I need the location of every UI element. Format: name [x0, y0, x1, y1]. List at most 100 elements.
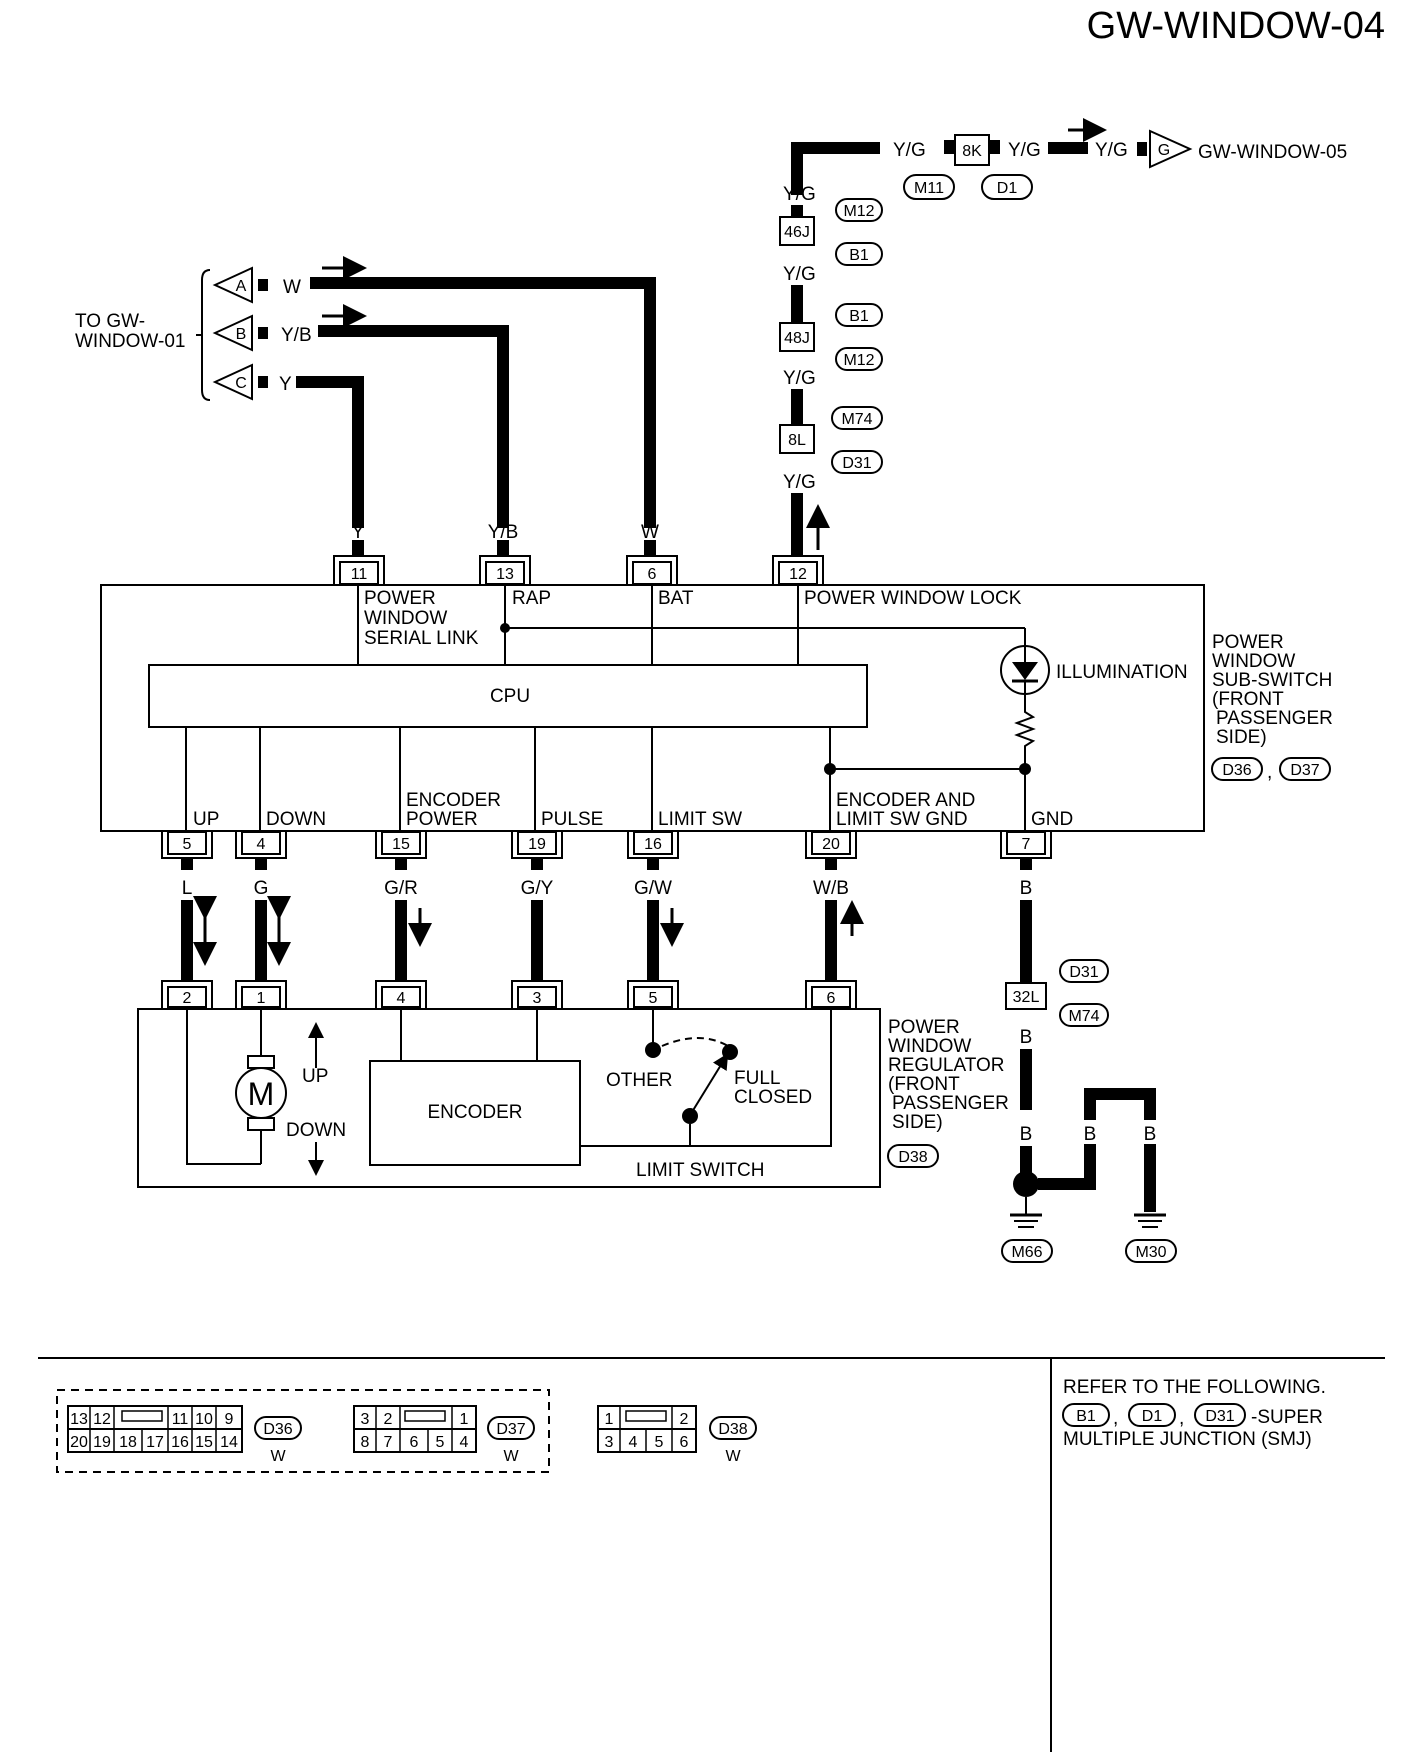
- svg-text:Y/G: Y/G: [783, 472, 816, 493]
- svg-text:11: 11: [172, 1411, 189, 1428]
- reg-pin-5: 5: [649, 990, 658, 1007]
- svg-text:13: 13: [70, 1411, 88, 1428]
- ground-icon: [1010, 1213, 1042, 1228]
- resistor-icon: [1014, 706, 1036, 768]
- svg-text:UP: UP: [302, 1066, 328, 1087]
- svg-text:W: W: [725, 1448, 741, 1465]
- ground-m66: M66: [1011, 1244, 1042, 1261]
- ground-circuit: 32L D31 M74 B B B B M66 M30: [1001, 959, 1177, 1263]
- svg-text:7: 7: [384, 1434, 393, 1451]
- yg-chain: Y/G 8K Y/G Y/G G GW-WINDOW-05 M11 D1 Y/G…: [779, 118, 1347, 556]
- svg-text:M12: M12: [843, 203, 874, 220]
- svg-text:M12: M12: [843, 352, 874, 369]
- svg-text:Y: Y: [352, 522, 365, 543]
- illumination-label: ILLUMINATION: [1056, 662, 1188, 683]
- svg-text:B: B: [1020, 1124, 1033, 1145]
- svg-text:M: M: [248, 1076, 275, 1112]
- svg-text:B: B: [1144, 1124, 1157, 1145]
- svg-text:W: W: [641, 522, 659, 543]
- svg-text:2: 2: [384, 1411, 393, 1428]
- svg-text:WINDOW: WINDOW: [888, 1036, 971, 1057]
- junction-8k: 8K: [962, 143, 982, 160]
- conn-d38: D38: [898, 1149, 927, 1166]
- power-window-regulator: 2 1 4 3 5 6 M UP DOWN: [137, 980, 881, 1188]
- svg-text:Y/G: Y/G: [783, 264, 816, 285]
- svg-text:POWER: POWER: [888, 1017, 960, 1038]
- illumination-led-icon: [1000, 645, 1050, 695]
- svg-text:B: B: [236, 326, 247, 343]
- svg-text:SIDE): SIDE): [1216, 727, 1267, 748]
- conn-d37: D37: [1290, 762, 1319, 779]
- svg-text:9: 9: [225, 1411, 234, 1428]
- svg-text:(FRONT: (FRONT: [1212, 689, 1284, 710]
- reg-pin-6: 6: [827, 990, 836, 1007]
- svg-text:12: 12: [93, 1411, 111, 1428]
- svg-text:B: B: [1020, 1027, 1033, 1048]
- svg-text:G: G: [1158, 142, 1170, 159]
- svg-text:RAP: RAP: [512, 588, 551, 609]
- svg-text:5: 5: [655, 1434, 664, 1451]
- svg-text:POWER: POWER: [1212, 632, 1284, 653]
- svg-text:B1: B1: [1076, 1408, 1096, 1425]
- svg-text:Y/G: Y/G: [1095, 140, 1128, 161]
- pin-5: 5: [161, 831, 213, 859]
- svg-text:6: 6: [648, 566, 657, 583]
- svg-text:,: ,: [1267, 762, 1272, 783]
- svg-text:REFER TO THE FOLLOWING.: REFER TO THE FOLLOWING.: [1063, 1377, 1326, 1398]
- svg-text:B1: B1: [849, 308, 869, 325]
- junction-46j: 46J: [784, 224, 810, 241]
- svg-text:W/B: W/B: [813, 878, 849, 899]
- svg-text:D31: D31: [842, 455, 871, 472]
- pin-16: 16: [627, 831, 679, 859]
- svg-text:Y/B: Y/B: [488, 522, 519, 543]
- svg-text:(FRONT: (FRONT: [888, 1074, 960, 1095]
- gw-window-05-ref: GW-WINDOW-05: [1198, 142, 1347, 163]
- svg-text:1: 1: [460, 1411, 469, 1428]
- svg-text:UP: UP: [193, 809, 219, 830]
- svg-text:10: 10: [195, 1411, 213, 1428]
- svg-text:5: 5: [183, 836, 192, 853]
- wire-label-w-top: W: [283, 277, 301, 298]
- svg-text:B: B: [1020, 878, 1033, 899]
- svg-text:DOWN: DOWN: [266, 809, 326, 830]
- svg-text:5: 5: [436, 1434, 445, 1451]
- junction-32l: 32L: [1013, 989, 1040, 1006]
- other-label: OTHER: [606, 1070, 673, 1091]
- svg-text:6: 6: [410, 1434, 419, 1451]
- svg-text:1: 1: [605, 1411, 614, 1428]
- pin-12: 12: [772, 555, 824, 585]
- page-title: GW-WINDOW-04: [1087, 5, 1385, 47]
- svg-text:PASSENGER: PASSENGER: [1216, 708, 1333, 729]
- svg-text:20: 20: [822, 836, 840, 853]
- connector-a: A W: [212, 256, 656, 528]
- svg-text:D37: D37: [496, 1421, 525, 1438]
- power-window-sub-switch: 11 13 6 12 POWER WINDOW SERIAL LINK: [100, 555, 1205, 859]
- svg-text:M74: M74: [841, 411, 872, 428]
- ground-icon: [1134, 1213, 1166, 1228]
- svg-text:8: 8: [361, 1434, 370, 1451]
- svg-text:PASSENGER: PASSENGER: [892, 1093, 1009, 1114]
- regulator-name: POWER WINDOW REGULATOR (FRONT PASSENGER …: [887, 1017, 1009, 1168]
- svg-text:G: G: [254, 878, 269, 899]
- svg-text:M74: M74: [1068, 1008, 1099, 1025]
- svg-text:11: 11: [351, 566, 368, 583]
- pin-7: 7: [1000, 831, 1052, 859]
- svg-text:16: 16: [644, 836, 662, 853]
- connector-face-d36: 13 12 11 10 9 20 19 18 17 16 15 14 D36 W: [67, 1405, 302, 1465]
- refer-note: REFER TO THE FOLLOWING. B1 , D1 , D31 -S…: [1062, 1377, 1326, 1450]
- svg-text:G/Y: G/Y: [521, 878, 554, 899]
- svg-text:6: 6: [680, 1434, 689, 1451]
- svg-text:13: 13: [496, 566, 514, 583]
- svg-text:19: 19: [528, 836, 546, 853]
- svg-text:LIMIT SW: LIMIT SW: [658, 809, 742, 830]
- svg-text:B1: B1: [849, 247, 869, 264]
- svg-text:,: ,: [1179, 1408, 1184, 1429]
- wire-label-yb-top: Y/B: [281, 325, 312, 346]
- svg-text:WINDOW: WINDOW: [364, 608, 447, 629]
- svg-text:ENCODER AND: ENCODER AND: [836, 790, 975, 811]
- reg-pin-3: 3: [533, 990, 542, 1007]
- svg-text:POWER: POWER: [406, 809, 478, 830]
- svg-text:D31: D31: [1205, 1408, 1234, 1425]
- pin-4: 4: [235, 831, 287, 859]
- encoder-label: ENCODER: [427, 1102, 522, 1123]
